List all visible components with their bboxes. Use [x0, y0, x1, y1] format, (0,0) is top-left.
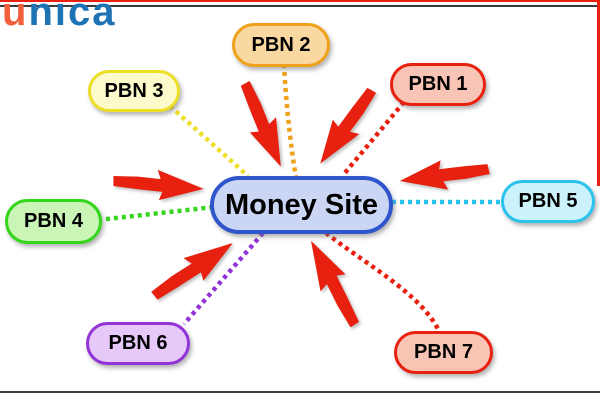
arrow-lower-left-icon	[145, 230, 242, 309]
money-site-node: Money Site	[210, 176, 393, 234]
pbn5-node: PBN 5	[501, 180, 595, 223]
connector-pbn2-money-site	[281, 63, 299, 179]
pbn4-node: PBN 4	[5, 199, 102, 244]
unica-logo: unica	[2, 0, 116, 32]
pbn3-node: PBN 3	[88, 70, 180, 112]
money-site-label: Money Site	[224, 188, 379, 221]
unica-logo-nica: nica	[28, 0, 117, 34]
connector-pbn4-money-site	[97, 204, 215, 223]
connector-pbn6-money-site	[182, 231, 265, 326]
pbn2-label: PBN 2	[251, 33, 311, 56]
pbn5-label: PBN 5	[518, 190, 578, 212]
top-divider-line	[0, 5, 600, 7]
top-red-border	[0, 0, 600, 2]
pbn7-node: PBN 7	[394, 331, 493, 374]
pbn6-label: PBN 6	[108, 332, 168, 354]
pbn7-label: PBN 7	[414, 341, 473, 363]
arrow-upper-right-icon	[307, 81, 385, 173]
right-red-border	[597, 0, 600, 186]
arrow-lower-right-icon	[297, 233, 369, 332]
pbn6-node: PBN 6	[86, 322, 190, 365]
connector-pbn3-money-site	[168, 104, 250, 178]
pbn3-label: PBN 3	[104, 79, 164, 102]
pbn1-node: PBN 1	[390, 63, 486, 106]
unica-logo-u: u	[2, 0, 29, 34]
pbn2-node: PBN 2	[232, 23, 330, 67]
connector-pbn1-money-site	[342, 100, 406, 176]
pbn4-label: PBN 4	[24, 210, 83, 232]
arrow-right-icon	[397, 154, 492, 196]
arrow-left-icon	[111, 166, 205, 204]
bottom-divider-line	[0, 391, 600, 393]
pbn1-label: PBN 1	[408, 73, 468, 95]
connector-pbn7-money-site	[324, 231, 443, 334]
arrow-upper-left-icon	[231, 77, 295, 173]
